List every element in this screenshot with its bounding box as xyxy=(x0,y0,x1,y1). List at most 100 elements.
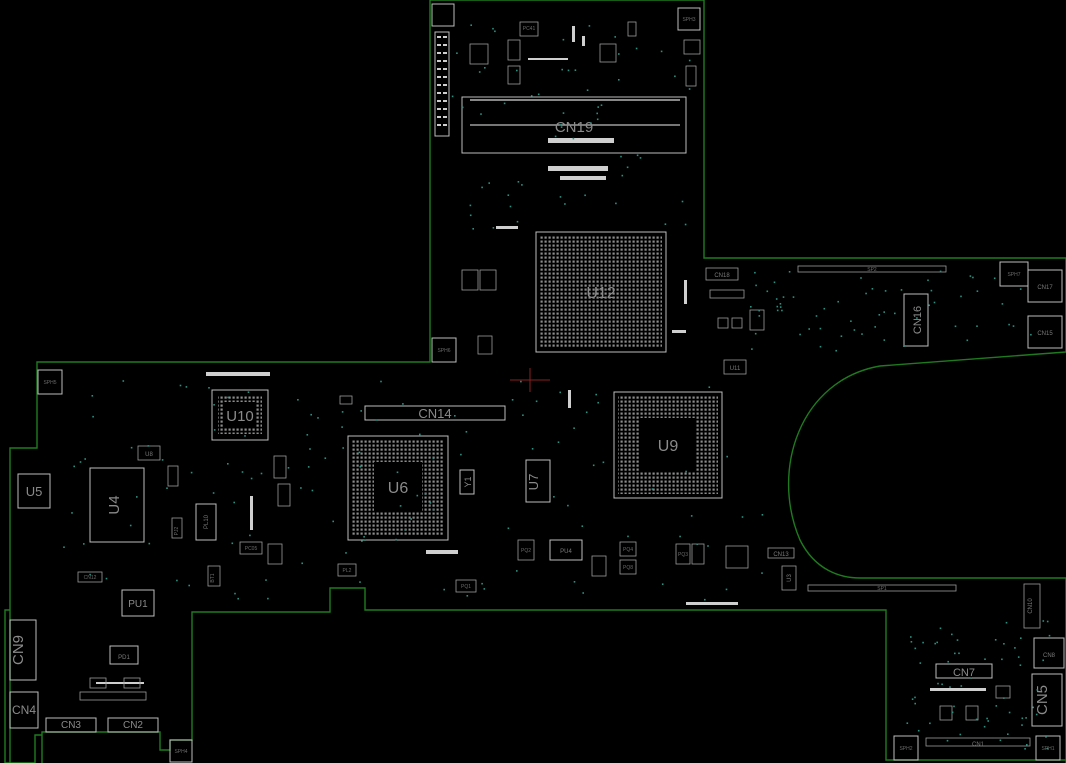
label-u5: U5 xyxy=(26,484,43,499)
connector-cn17 xyxy=(1027,269,1063,303)
label-u8: U8 xyxy=(145,452,153,458)
label-cn10: CN10 xyxy=(1028,598,1034,614)
mounting-hole-sph1 xyxy=(1035,735,1061,761)
connector-cn18 xyxy=(705,267,739,281)
chip-u5 xyxy=(17,473,51,509)
mounting-hole-sph3 xyxy=(677,7,701,31)
label-sph3: SPH3 xyxy=(682,17,695,23)
mounting-hole-sph8 xyxy=(431,3,455,27)
label-sp2: SP2 xyxy=(867,267,877,273)
chip-u12 xyxy=(535,231,667,353)
bga-u12 xyxy=(540,236,662,348)
label-pc41: PC41 xyxy=(523,26,536,32)
chip-u3 xyxy=(781,565,797,591)
connector-cn2 xyxy=(107,717,159,733)
spring-sp1 xyxy=(807,584,957,592)
label-pq8: PQ8 xyxy=(623,565,633,571)
diode-pd1 xyxy=(109,645,139,665)
connector-header-left xyxy=(434,31,450,137)
connector-cn15 xyxy=(1027,315,1063,349)
mounting-hole-sph2 xyxy=(893,735,919,761)
label-sph6: SPH6 xyxy=(437,348,450,354)
label-sph5: SPH5 xyxy=(43,380,56,386)
label-pu1: PU1 xyxy=(128,599,148,610)
label-pc05: PC05 xyxy=(245,546,258,552)
label-pl2: PL2 xyxy=(343,568,352,574)
label-pl10: PL10 xyxy=(204,514,210,529)
connector-cn8 xyxy=(1033,637,1065,669)
label-cn3: CN3 xyxy=(61,720,81,731)
via-field xyxy=(63,24,1051,750)
connector-cn19 xyxy=(461,96,687,154)
label-cn16: CN16 xyxy=(912,306,924,334)
label-sph7: SPH7 xyxy=(1007,272,1020,278)
label-cn8: CN8 xyxy=(1043,653,1056,659)
label-cn18: CN18 xyxy=(714,273,730,279)
label-u12: U12 xyxy=(586,285,615,302)
connector-cn1 xyxy=(925,737,1031,747)
mid-misc-parts xyxy=(337,390,749,605)
chip-pu4 xyxy=(549,539,583,561)
connector-cn3 xyxy=(45,717,97,733)
label-u4: U4 xyxy=(106,495,123,514)
label-cn9: CN9 xyxy=(10,635,27,665)
label-cn12: CN12 xyxy=(84,575,97,581)
mounting-hole-sph6 xyxy=(431,337,457,363)
chip-u9 xyxy=(613,391,723,499)
connector-cn14 xyxy=(364,405,506,421)
label-pq1: PQ1 xyxy=(461,584,471,590)
label-u9: U9 xyxy=(658,438,679,455)
chip-u11 xyxy=(723,359,747,375)
chip-pu1 xyxy=(121,589,155,617)
inductor-pl10 xyxy=(195,503,217,541)
mounting-hole-sph4 xyxy=(169,739,193,763)
label-cn5: CN5 xyxy=(1034,685,1051,715)
label-sph2: SPH2 xyxy=(899,746,912,752)
header-pins xyxy=(437,36,447,126)
label-bt1: BT1 xyxy=(210,573,216,582)
label-y1: Y1 xyxy=(463,476,473,487)
connector-cn9 xyxy=(9,619,37,681)
label-pd1: PD1 xyxy=(118,655,130,661)
label-pq3: PQ3 xyxy=(678,552,688,558)
label-u3: U3 xyxy=(787,574,793,582)
connector-cn5 xyxy=(1031,673,1063,727)
label-cn17: CN17 xyxy=(1037,285,1053,291)
label-cn15: CN15 xyxy=(1037,331,1053,337)
label-cn2: CN2 xyxy=(123,720,143,731)
label-cn4: CN4 xyxy=(12,703,36,717)
crystal-y1 xyxy=(459,469,475,495)
u12-surrounding-parts xyxy=(461,226,765,355)
connector-cn7 xyxy=(935,663,993,679)
label-u6: U6 xyxy=(388,480,409,497)
label-sph4: SPH4 xyxy=(174,749,187,755)
spring-sp2 xyxy=(797,265,947,273)
chip-u10 xyxy=(211,389,269,441)
label-cn1: CN1 xyxy=(972,742,985,748)
label-pq2: PQ2 xyxy=(521,548,531,554)
label-cn7: CN7 xyxy=(953,667,975,679)
connector-cn4 xyxy=(9,691,39,729)
label-cn19: CN19 xyxy=(555,119,593,136)
bottom-left-small-parts xyxy=(79,677,147,701)
connector-cn16 xyxy=(903,293,929,347)
left-misc-parts xyxy=(77,372,291,684)
connector-cn10 xyxy=(1023,583,1041,629)
board-outline xyxy=(4,0,1066,763)
label-pj2: PJ2 xyxy=(174,526,180,535)
label-cn14: CN14 xyxy=(418,406,451,421)
label-sp1: SP1 xyxy=(877,586,887,592)
chip-u6 xyxy=(347,435,449,541)
chip-u4 xyxy=(89,467,145,543)
label-u11: U11 xyxy=(730,366,741,372)
label-cn13: CN13 xyxy=(773,552,789,558)
mounting-hole-sph5 xyxy=(37,369,63,395)
top-misc-parts xyxy=(469,21,701,180)
label-u10: U10 xyxy=(226,408,254,425)
connector-cn13 xyxy=(767,547,795,559)
label-u7: U7 xyxy=(526,474,541,491)
label-pu4: PU4 xyxy=(560,549,572,555)
label-pq4: PQ4 xyxy=(623,547,633,553)
chip-u7 xyxy=(525,459,551,503)
